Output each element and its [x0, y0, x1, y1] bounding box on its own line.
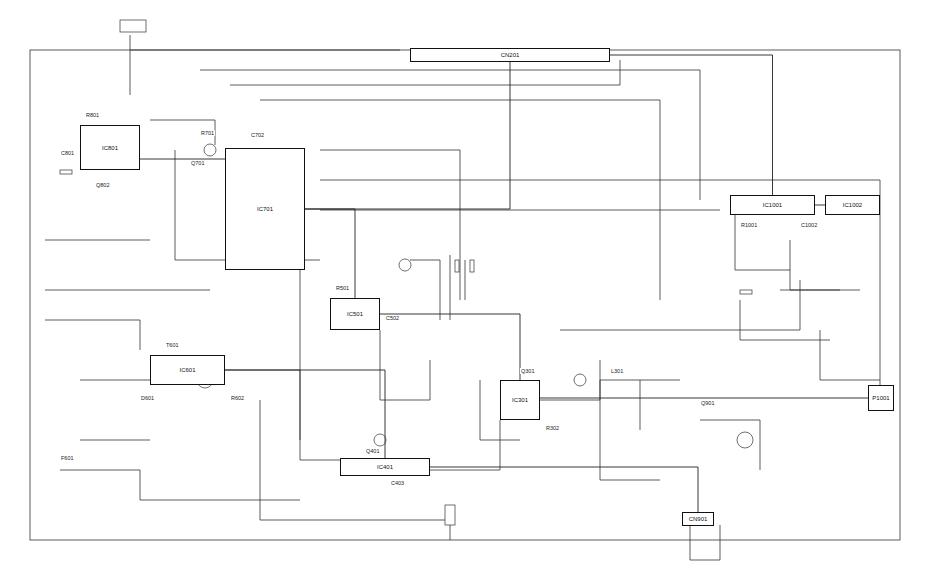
- wire-connector: [140, 159, 225, 160]
- wire: [45, 240, 210, 350]
- ic-box: IC1001: [730, 195, 815, 215]
- wire: [430, 280, 800, 470]
- resistor-symbol: [470, 260, 474, 272]
- part-label: R302: [545, 425, 560, 431]
- part-label: T601: [165, 342, 180, 348]
- transistor-symbol: [737, 432, 753, 448]
- ic-box: IC301: [500, 380, 540, 420]
- part-label: Q701: [190, 160, 205, 166]
- part-label: D601: [140, 395, 155, 401]
- resistor-symbol: [740, 290, 752, 294]
- part-label: Q301: [520, 368, 535, 374]
- ic-box: IC801: [80, 125, 140, 170]
- wire-connector: [305, 62, 510, 209]
- wire: [735, 215, 880, 380]
- part-label: Q401: [365, 448, 380, 454]
- wire: [600, 300, 830, 480]
- transistor-symbol: [204, 144, 216, 156]
- part-name: CN201: [501, 52, 520, 58]
- part-label: L301: [610, 368, 624, 374]
- wire-connector: [225, 370, 385, 458]
- part-label: R501: [335, 285, 350, 291]
- wire-connector: [610, 55, 773, 195]
- transistor-symbol: [374, 434, 386, 446]
- part-name: IC401: [377, 464, 393, 470]
- antenna-terminal: [120, 20, 146, 32]
- transistor-symbol: [399, 259, 411, 271]
- part-label: F601: [60, 455, 75, 461]
- resistor-symbol: [60, 170, 72, 174]
- wire-connector: [305, 209, 355, 298]
- part-name: IC301: [512, 397, 528, 403]
- part-label: C801: [60, 150, 75, 156]
- resistor-symbol: [455, 260, 459, 272]
- part-name: P1001: [872, 395, 889, 401]
- wire: [480, 380, 720, 560]
- wire: [450, 255, 840, 320]
- part-label: C702: [250, 132, 265, 138]
- part-label: R801: [85, 112, 100, 118]
- wire-connector: [380, 314, 520, 380]
- wire: [300, 260, 440, 440]
- part-label: R1001: [740, 222, 758, 228]
- ic-box: IC701: [225, 148, 305, 270]
- part-label: R701: [200, 130, 215, 136]
- wire: [60, 380, 300, 500]
- part-name: IC1001: [763, 202, 782, 208]
- part-name: IC601: [179, 367, 195, 373]
- wire-connector: [540, 398, 868, 399]
- wire-connector: [430, 467, 698, 512]
- ic-box: CN901: [682, 512, 714, 526]
- part-label: C502: [385, 315, 400, 321]
- board-frame: [30, 50, 900, 540]
- part-name: CN901: [689, 516, 708, 522]
- part-label: C403: [390, 480, 405, 486]
- wire: [320, 150, 880, 385]
- ic-box: IC401: [340, 458, 430, 476]
- wire: [130, 35, 400, 95]
- part-label: Q901: [700, 400, 715, 406]
- ic-box: IC601: [150, 355, 225, 385]
- part-name: IC701: [257, 206, 273, 212]
- part-label: Q802: [95, 182, 110, 188]
- ic-box: IC501: [330, 298, 380, 330]
- part-label: R602: [230, 395, 245, 401]
- ic-box: IC1002: [825, 195, 880, 215]
- part-name: IC501: [347, 311, 363, 317]
- part-name: IC1002: [843, 202, 862, 208]
- ic-box: CN201: [410, 48, 610, 62]
- part-label: C1002: [800, 222, 818, 228]
- wire: [225, 370, 450, 540]
- transformer-symbol: [445, 505, 455, 525]
- part-name: IC801: [102, 145, 118, 151]
- ic-box: P1001: [868, 385, 894, 411]
- wire-connector: [815, 205, 825, 206]
- transistor-symbol: [574, 374, 586, 386]
- wire-group: [30, 35, 900, 560]
